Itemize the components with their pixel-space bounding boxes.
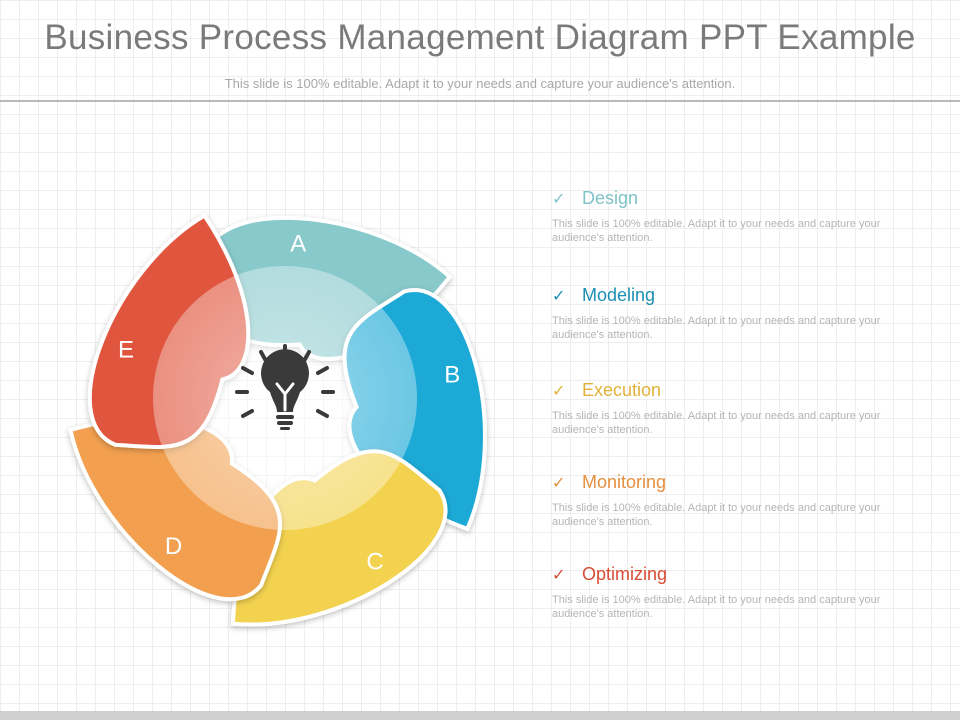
- item-description: This slide is 100% editable. Adapt it to…: [552, 218, 881, 244]
- checkmark-icon: ✓: [552, 287, 566, 305]
- list-item-monitoring: ✓ Monitoring This slide is 100% editable…: [552, 472, 922, 529]
- checkmark-icon: ✓: [552, 382, 566, 400]
- segment-label-c: C: [366, 549, 383, 576]
- item-title: Monitoring: [582, 472, 667, 492]
- item-description: This slide is 100% editable. Adapt it to…: [552, 315, 881, 341]
- list-item-design: ✓ Design This slide is 100% editable. Ad…: [552, 188, 922, 245]
- checkmark-icon: ✓: [552, 190, 566, 208]
- item-description: This slide is 100% editable. Adapt it to…: [552, 410, 881, 436]
- segment-label-d: D: [165, 533, 182, 560]
- checkmark-icon: ✓: [552, 566, 566, 584]
- checkmark-icon: ✓: [552, 474, 566, 492]
- item-title: Optimizing: [582, 564, 668, 584]
- process-wheel-diagram: A B C D E: [40, 170, 530, 660]
- page-title: Business Process Management Diagram PPT …: [44, 18, 916, 57]
- segment-label-a: A: [290, 231, 306, 258]
- segment-label-e: E: [118, 337, 134, 364]
- list-item-optimizing: ✓ Optimizing This slide is 100% editable…: [552, 564, 922, 621]
- list-item-execution: ✓ Execution This slide is 100% editable.…: [552, 380, 922, 437]
- header-divider: [0, 100, 960, 102]
- page-subtitle: This slide is 100% editable. Adapt it to…: [224, 76, 736, 91]
- item-description: This slide is 100% editable. Adapt it to…: [552, 502, 881, 528]
- item-title: Execution: [582, 380, 662, 400]
- footer-bar: [0, 711, 960, 720]
- process-wheel-svg: A B C D E: [68, 213, 487, 627]
- item-description: This slide is 100% editable. Adapt it to…: [552, 594, 881, 620]
- item-title: Design: [582, 188, 639, 208]
- list-item-modeling: ✓ Modeling This slide is 100% editable. …: [552, 285, 922, 342]
- segment-label-b: B: [444, 362, 460, 389]
- lightbulb-icon: [235, 344, 335, 430]
- item-title: Modeling: [582, 285, 656, 305]
